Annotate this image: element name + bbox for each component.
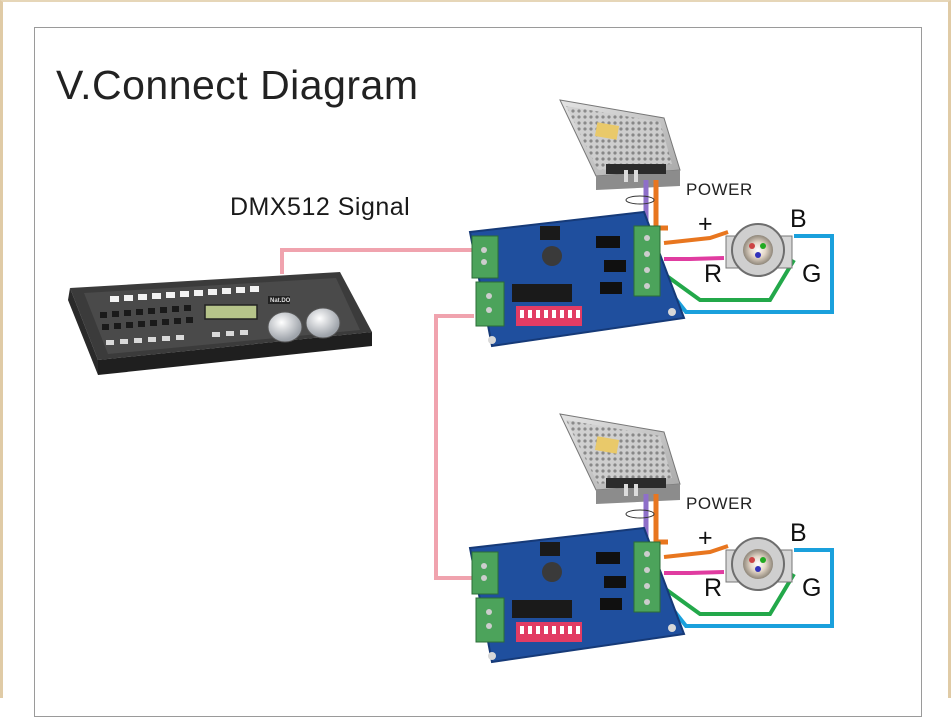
- outer-frame: [0, 0, 951, 698]
- g-label-1: G: [802, 260, 822, 288]
- diagram-title: V.Connect Diagram: [56, 62, 419, 108]
- power-label-1: POWER: [686, 180, 753, 199]
- power-supply-1: [559, 99, 681, 190]
- dmx-controller: [68, 272, 372, 375]
- rgb-led-1: [725, 223, 793, 277]
- controller-brand: Nat.DO: [270, 298, 291, 304]
- diagram-panel: [34, 27, 922, 717]
- decoder-board-1: [468, 210, 686, 348]
- r-label-2: R: [704, 574, 723, 602]
- b-label-1: B: [790, 205, 807, 233]
- ferrite-ring-2: [625, 509, 655, 519]
- dmx-cable: [280, 248, 474, 580]
- plus-label-2: +: [698, 524, 713, 552]
- plus-label-1: +: [698, 210, 713, 238]
- decoder-board-2: [468, 526, 686, 664]
- rgb-led-2: [725, 537, 793, 591]
- power-label-2: POWER: [686, 494, 753, 513]
- connection-diagram: Nat.DO: [68, 99, 834, 664]
- dmx-signal-label: DMX512 Signal: [230, 193, 411, 221]
- r-label-1: R: [704, 260, 723, 288]
- led-wires-2: [662, 544, 834, 628]
- power-wires-2: [643, 494, 668, 549]
- ferrite-ring-1: [625, 195, 655, 205]
- b-label-2: B: [790, 519, 807, 547]
- power-supply-2: [559, 413, 681, 504]
- g-label-2: G: [802, 574, 822, 602]
